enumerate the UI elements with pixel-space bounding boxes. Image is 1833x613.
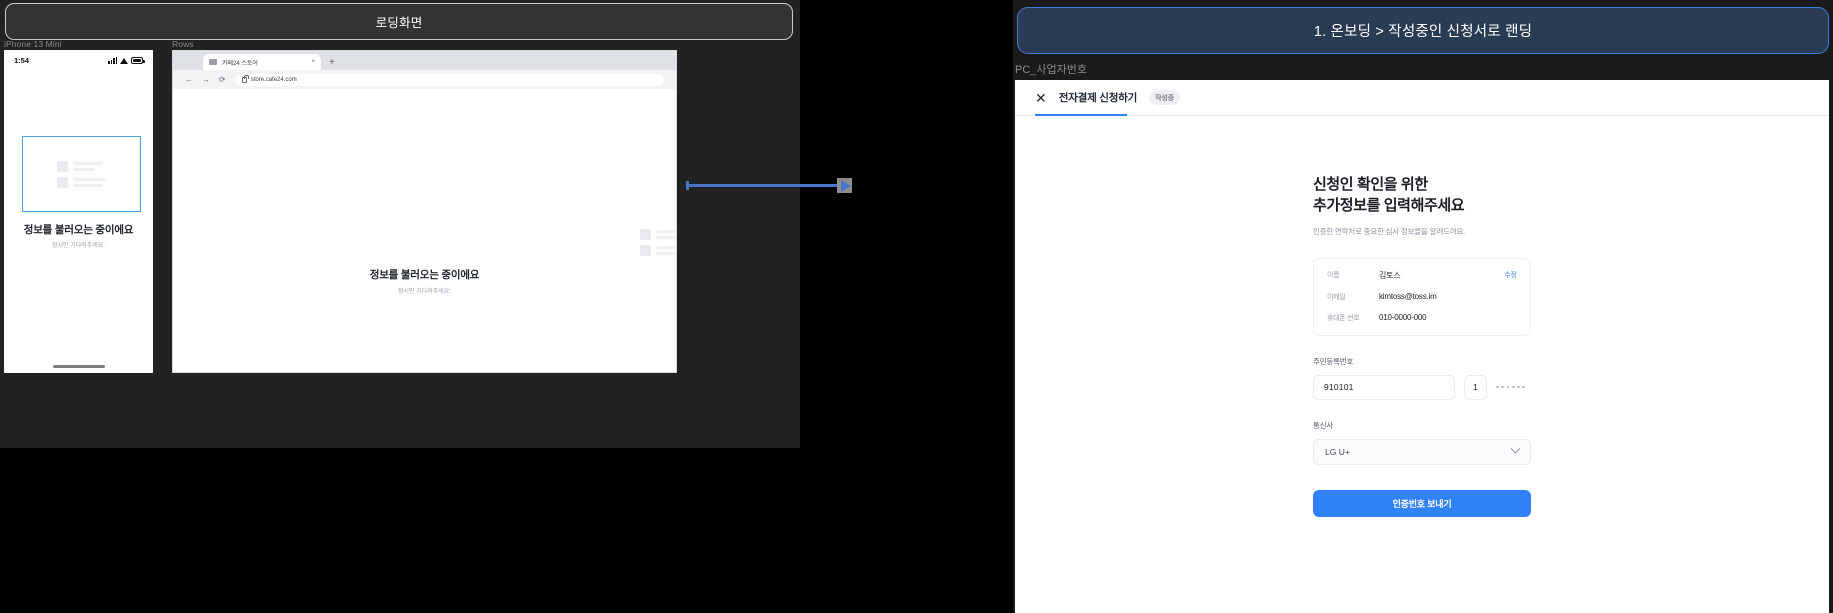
browser-viewport: 정보를 불러오는 중이에요 잠시만 기다려주세요. [173, 89, 676, 372]
phone-status-icons [108, 56, 145, 64]
left-group-title-pill[interactable]: 로딩화면 [5, 3, 793, 40]
forward-icon[interactable]: → [202, 74, 210, 84]
iphone-13-mini-frame[interactable]: 1:54 정 [4, 50, 153, 373]
address-bar-url: store.cafe24.com [250, 76, 297, 83]
browser-frame-label[interactable]: Rows [172, 39, 194, 49]
carrier-label: 통신사 [1313, 420, 1334, 430]
browser-mockup-frame[interactable]: 카페24 스토어 × + ← → ⟳ store.cafe24.com [172, 50, 677, 373]
skeleton-icon [56, 160, 107, 188]
browser-toolbar: ← → ⟳ store.cafe24.com [173, 70, 676, 89]
additional-info-form: 신청인 확인을 위한 추가정보를 입력해주세요 인증한 연락처로 중요한 심사 … [1015, 116, 1829, 517]
tab-electronic-payment-application[interactable]: ✕ 전자결제 신청하기 작성중 [1035, 80, 1190, 115]
pc-screen-frame[interactable]: ✕ 전자결제 신청하기 작성중 신청인 확인을 위한 추가정보를 입력해주세요 … [1015, 80, 1829, 613]
form-heading-line2: 추가정보를 입력해주세요 [1313, 197, 1465, 215]
browser-loading-title: 정보를 불러오는 중이에요 [369, 269, 480, 281]
skeleton-icon [640, 229, 676, 256]
rrn-label: 주민등록번호 [1313, 356, 1354, 366]
arrow-head-icon [841, 179, 851, 192]
form-heading: 신청인 확인을 위한 추가정보를 입력해주세요 [1313, 174, 1531, 217]
pc-frame-label[interactable]: PC_사업자번호 [1015, 64, 1087, 76]
phone-skeleton-placeholder-box [22, 136, 141, 212]
info-row-phone: 휴대폰 번호 010-0000-000 [1327, 313, 1517, 323]
back-icon[interactable]: ← [185, 74, 193, 84]
info-row-name: 이름 김토스 수정 [1327, 270, 1517, 281]
browser-skeleton-placeholder [640, 229, 676, 256]
signal-icon [108, 56, 117, 64]
battery-icon [131, 57, 145, 64]
carrier-select[interactable]: LG U+ [1313, 438, 1531, 465]
info-key-email: 이메일 [1327, 293, 1346, 301]
status-badge: 작성중 [1149, 90, 1180, 105]
favicon-icon [209, 59, 217, 65]
info-key-name: 이름 [1327, 272, 1340, 280]
carrier-selected-value: LG U+ [1325, 446, 1350, 457]
send-verification-code-button[interactable]: 인증번호 보내기 [1313, 489, 1531, 517]
reload-icon[interactable]: ⟳ [219, 74, 226, 84]
flow-connector-arrow[interactable] [686, 178, 858, 193]
form-subtitle: 인증한 연락처로 중요한 심사 정보들을 알려드려요. [1313, 226, 1466, 236]
rrn-input-row: 910101 1 [1313, 374, 1531, 400]
browser-tab-bar: 카페24 스토어 × + [173, 51, 676, 70]
wifi-icon [120, 57, 128, 64]
phone-frame-label[interactable]: iPhone 13 Mini [4, 39, 62, 49]
left-group-title: 로딩화면 [375, 16, 423, 30]
form-heading-line1: 신청인 확인을 위한 [1313, 176, 1428, 193]
edit-link[interactable]: 수정 [1504, 272, 1517, 280]
new-tab-icon[interactable]: + [329, 57, 335, 68]
phone-status-bar: 1:54 [4, 50, 153, 70]
right-group-title-pill[interactable]: 1. 온보딩 > 작성중인 신청서로 랜딩 [1017, 7, 1829, 54]
info-value-email: kimtoss@toss.im [1379, 292, 1437, 302]
phone-loading-title: 정보를 불러오는 중이에요 [23, 224, 134, 236]
info-value-phone: 010-0000-000 [1379, 313, 1427, 323]
home-indicator [52, 365, 105, 368]
browser-tab[interactable]: 카페24 스토어 × [203, 54, 321, 70]
tab-active-underline [1035, 114, 1127, 116]
rrn-masked-dots [1496, 385, 1526, 389]
rrn-front-input[interactable]: 910101 [1313, 374, 1455, 400]
address-bar[interactable]: store.cafe24.com [234, 73, 664, 86]
tab-label: 전자결제 신청하기 [1058, 92, 1138, 104]
rrn-back-first-input[interactable]: 1 [1464, 374, 1487, 400]
lock-icon [241, 75, 249, 83]
right-group-onboarding[interactable]: 1. 온보딩 > 작성중인 신청서로 랜딩 PC_사업자번호 ✕ 전자결제 신청… [1013, 0, 1833, 613]
left-group-loading-screens[interactable]: 로딩화면 iPhone 13 Mini 1:54 [0, 0, 800, 448]
info-row-email: 이메일 kimtoss@toss.im [1327, 292, 1517, 302]
phone-status-time: 1:54 [14, 55, 30, 65]
chevron-down-icon [1510, 443, 1521, 454]
close-icon[interactable]: ✕ [1035, 89, 1047, 106]
phone-loading-subtitle: 잠시만 기다려주세요. [51, 243, 105, 249]
info-key-phone: 휴대폰 번호 [1327, 314, 1360, 322]
applicant-info-card: 이름 김토스 수정 이메일 kimtoss@toss.im 휴대폰 번호 010… [1313, 257, 1531, 336]
connector-line [686, 184, 844, 187]
pc-tab-bar: ✕ 전자결제 신청하기 작성중 [1015, 80, 1829, 116]
close-icon[interactable]: × [311, 59, 315, 65]
browser-tab-title: 카페24 스토어 [222, 60, 258, 67]
browser-loading-subtitle: 잠시만 기다려주세요. [397, 289, 451, 295]
right-group-title: 1. 온보딩 > 작성중인 신청서로 랜딩 [1313, 24, 1533, 40]
info-value-name: 김토스 [1379, 270, 1401, 280]
